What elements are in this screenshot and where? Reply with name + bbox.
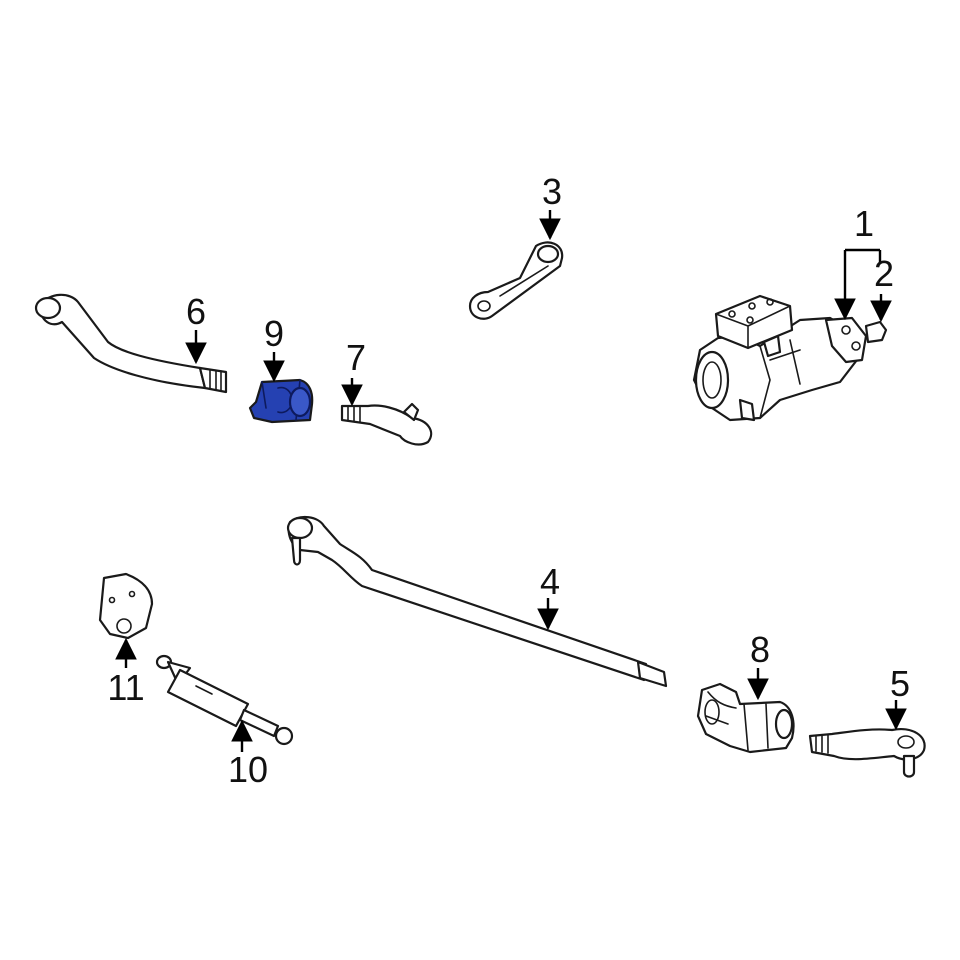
part-11-bracket[interactable] [98, 572, 154, 640]
part-10-steering-damper[interactable] [155, 654, 294, 746]
part-4-tie-rod[interactable] [286, 516, 668, 688]
part-8-clamp[interactable] [696, 682, 795, 754]
callout-leaders [115, 210, 907, 752]
part-3-pitman-arm[interactable] [468, 241, 564, 320]
part-5-tie-rod-end[interactable] [808, 728, 926, 778]
callout-labels: 1 2 3 4 5 6 7 8 9 10 11 [107, 171, 910, 790]
part-2-input-shaft[interactable] [864, 320, 888, 344]
part-7-tie-rod-end[interactable] [340, 402, 433, 446]
callout-6[interactable]: 6 [186, 291, 206, 332]
callout-5[interactable]: 5 [890, 663, 910, 704]
callout-3[interactable]: 3 [542, 171, 562, 212]
callout-7[interactable]: 7 [346, 337, 366, 378]
callout-10[interactable]: 10 [228, 749, 268, 790]
part-6-drag-link[interactable] [34, 293, 228, 394]
callout-2[interactable]: 2 [874, 253, 894, 294]
callout-1[interactable]: 1 [854, 203, 874, 244]
callout-9[interactable]: 9 [264, 313, 284, 354]
callout-8[interactable]: 8 [750, 629, 770, 670]
callout-11[interactable]: 11 [107, 667, 144, 708]
part-1-steering-gear[interactable] [692, 294, 868, 422]
callout-4[interactable]: 4 [540, 561, 560, 602]
part-9-bushing-highlighted[interactable] [248, 378, 314, 424]
